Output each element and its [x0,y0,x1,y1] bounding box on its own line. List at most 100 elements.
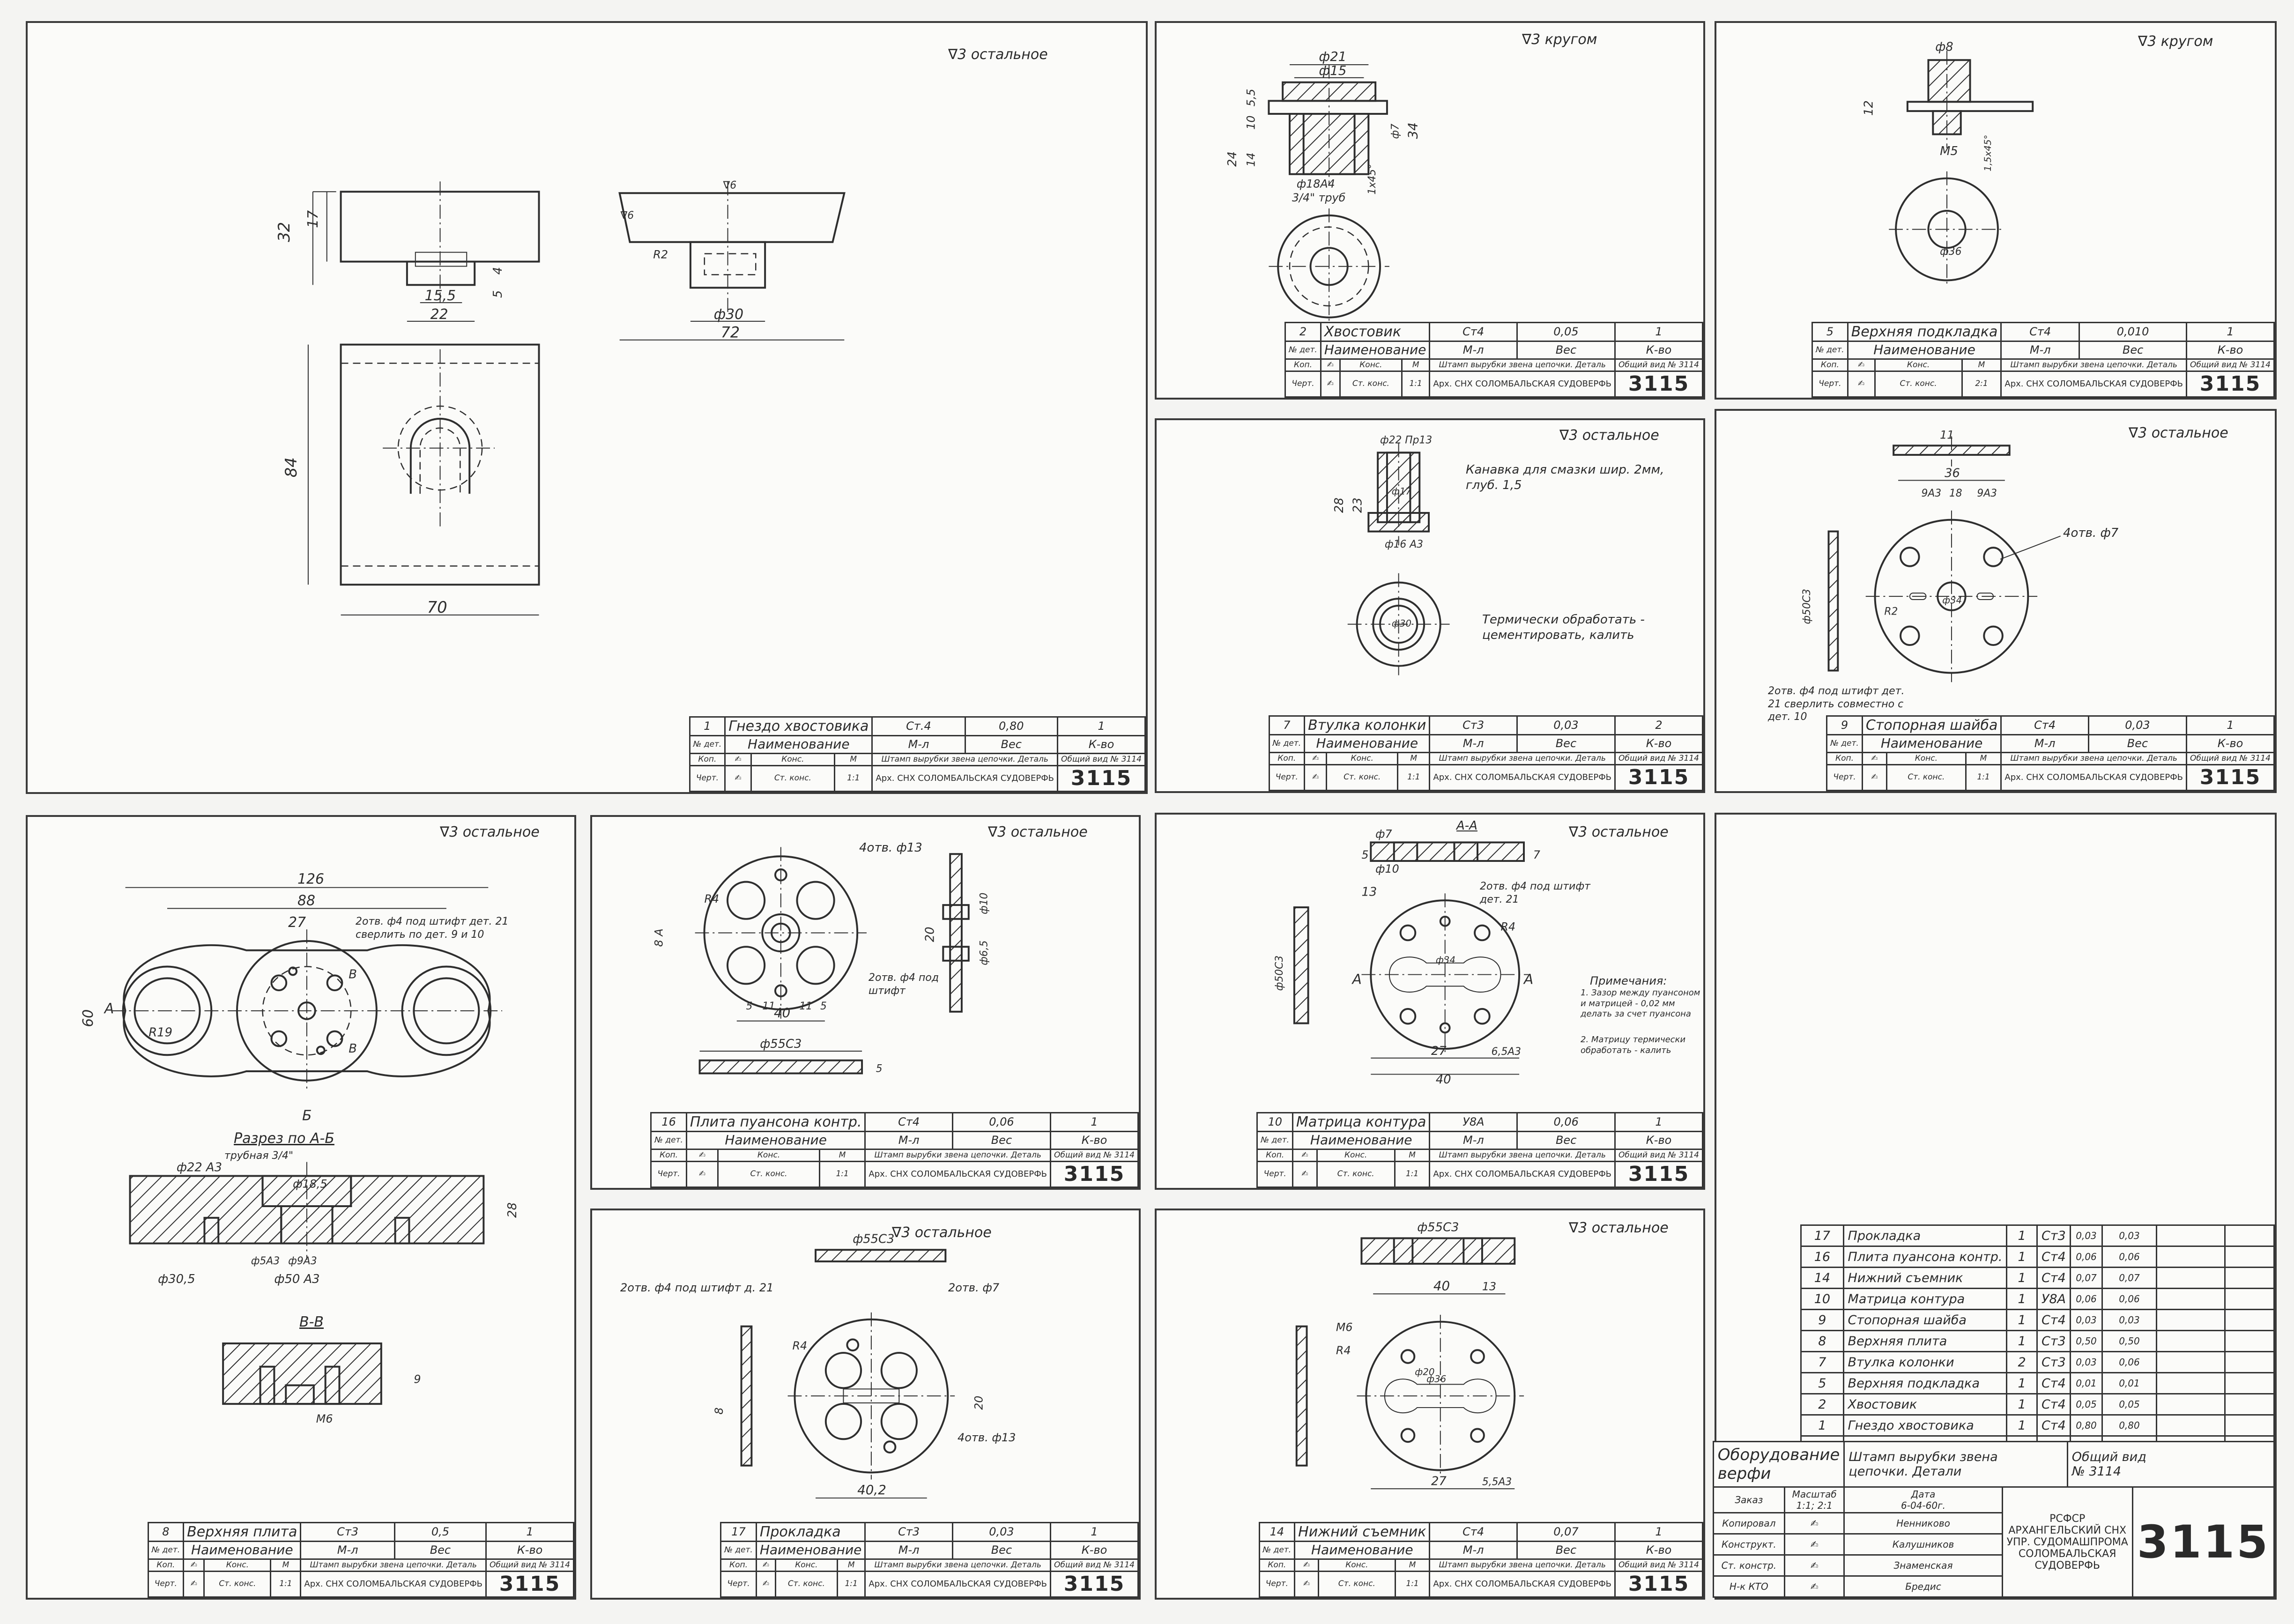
svg-text:5: 5 [876,1063,883,1075]
svg-text:8: 8 [713,1408,726,1415]
dim-s1-s1: 4 [491,267,505,274]
drawing-lower-stripper: ф55С3 40 13 ф36 ф20 М6 R4 27 5,5А3 [1295,1221,1524,1490]
spec-cell-m2: 0,06 [2101,1288,2157,1310]
part-material: Ст.4 [871,716,966,737]
svg-text:R4: R4 [1336,1344,1351,1357]
sheet-16-punch-plate: 40 R4 8 А 5 11 11 5 20 ф10 ф6,5 ф55С3 5 … [590,815,1141,1190]
svg-text:ф50 А3: ф50 А3 [274,1272,319,1286]
svg-text:ф50С3: ф50С3 [1274,956,1285,991]
svg-text:ф10: ф10 [978,893,990,914]
spec-cell-mat: Ст4 [2036,1372,2071,1394]
spec-cell-no: 9 [1800,1309,1844,1331]
drawing-spacer: ф55С3 R4 8 20 40,2 [713,1232,986,1499]
svg-text:1,5х45°: 1,5х45° [1982,135,1993,171]
spec-cell-name: Нижний съемник [1842,1267,2008,1289]
svg-text:6,5А3: 6,5А3 [1492,1046,1521,1058]
spec-cell-name: Гнездо хвостовика [1842,1414,2008,1437]
svg-text:ф17: ф17 [1392,486,1412,497]
spec-cell-qty: 1 [2006,1414,2038,1437]
spec-cell-name: Матрица контура [1842,1288,2008,1310]
spec-cell-no: 14 [1800,1267,1844,1289]
spec-cell-m1: 0,01 [2069,1372,2103,1394]
part-qty: 1 [1057,716,1146,737]
svg-text:А: А [104,1001,114,1017]
svg-text:ф9А3: ф9А3 [288,1255,317,1267]
spec-cell-m2: 0,05 [2101,1393,2157,1416]
spec-cell-no: 5 [1800,1372,1844,1394]
spec-cell-mat: У8А [2036,1288,2071,1310]
svg-text:60: 60 [80,1009,97,1027]
sheet-10-contour-die: ф7 ф10 5 7 ф50С3 ф34 R4 13 27 40 6,5А3 А… [1155,813,1705,1190]
svg-text:М6: М6 [316,1412,333,1425]
svg-text:27: 27 [1431,1474,1447,1488]
dim-s1-r: R2 [653,248,668,261]
svg-text:11: 11 [762,1001,775,1012]
svg-text:23: 23 [1351,497,1365,513]
svg-text:7: 7 [1533,848,1540,861]
dim-s1-s2: 5 [491,290,505,298]
svg-text:40: 40 [774,1005,790,1021]
svg-text:5,5: 5,5 [1245,89,1258,106]
svg-text:9А3: 9А3 [1922,488,1942,499]
drawing-upper-pad: ф8 12 М5 1,5х45° ф36 [1862,40,2034,288]
svg-text:ф18,5: ф18,5 [293,1177,327,1190]
spec-cell-qty: 1 [2006,1246,2038,1268]
svg-text:1х45°: 1х45° [1366,164,1378,194]
svg-text:М6: М6 [1336,1321,1353,1334]
svg-text:М5: М5 [1940,144,1958,158]
spec-cell-name: Верхняя плита [1842,1330,2008,1352]
spec-cell-m2: 0,06 [2101,1351,2157,1373]
drawing-number: 3115 [2131,1486,2275,1598]
sheet-9-lock-washer: 11 36 9А3 18 9А3 ф50С3 ф34 R2 ∇3 остальн… [1715,409,2277,793]
spec-cell-name: Втулка колонки [1842,1351,2008,1373]
svg-text:36: 36 [1945,467,1960,481]
part-name: Гнездо хвостовика [724,716,873,737]
svg-text:88: 88 [297,892,315,909]
part-no: 1 [689,716,726,737]
svg-text:ф18А4: ф18А4 [1297,177,1335,190]
svg-text:ф7: ф7 [1390,124,1402,139]
svg-text:ф36: ф36 [1940,246,1961,258]
svg-text:10: 10 [1245,115,1258,129]
svg-text:9А3: 9А3 [1977,488,1997,499]
svg-text:ф36: ф36 [1426,1373,1446,1384]
svg-text:R4: R4 [704,892,719,905]
svg-text:ф30: ф30 [1392,618,1411,629]
spec-cell-m1: 0,80 [2069,1414,2103,1437]
svg-text:13: 13 [1482,1280,1496,1293]
dim-s1-h: 32 [275,222,293,242]
spec-cell-m2: 0,50 [2101,1330,2157,1352]
svg-text:34: 34 [1405,122,1420,139]
svg-text:ф55С3: ф55С3 [853,1232,894,1246]
svg-text:5: 5 [746,1001,753,1012]
spec-cell-m1: 0,03 [2069,1224,2103,1247]
svg-text:ф10: ф10 [1375,862,1399,875]
roughness-s1-a: ∇6 [723,179,737,191]
svg-text:11: 11 [1940,428,1954,441]
drawing-shank: ф21 ф15 24 14 10 5,5 34 ф18А4 3/4" труб … [1225,49,1420,325]
svg-text:5: 5 [820,1001,827,1012]
svg-text:8 А: 8 А [652,928,665,947]
svg-text:ф30,5: ф30,5 [158,1272,195,1286]
spec-cell-qty: 1 [2006,1393,2038,1416]
svg-text:18: 18 [1949,488,1962,499]
sheet-1-tail-socket: 32 17 15,5 22 4 5 84 70 ∇6 ∇6 R2 ф30 72 … [26,21,1148,794]
svg-text:5,5А3: 5,5А3 [1482,1476,1512,1488]
svg-text:3/4" труб: 3/4" труб [1292,191,1345,204]
svg-text:ф22 Пр13: ф22 Пр13 [1380,435,1432,446]
spec-cell-m1: 0,03 [2069,1351,2103,1373]
